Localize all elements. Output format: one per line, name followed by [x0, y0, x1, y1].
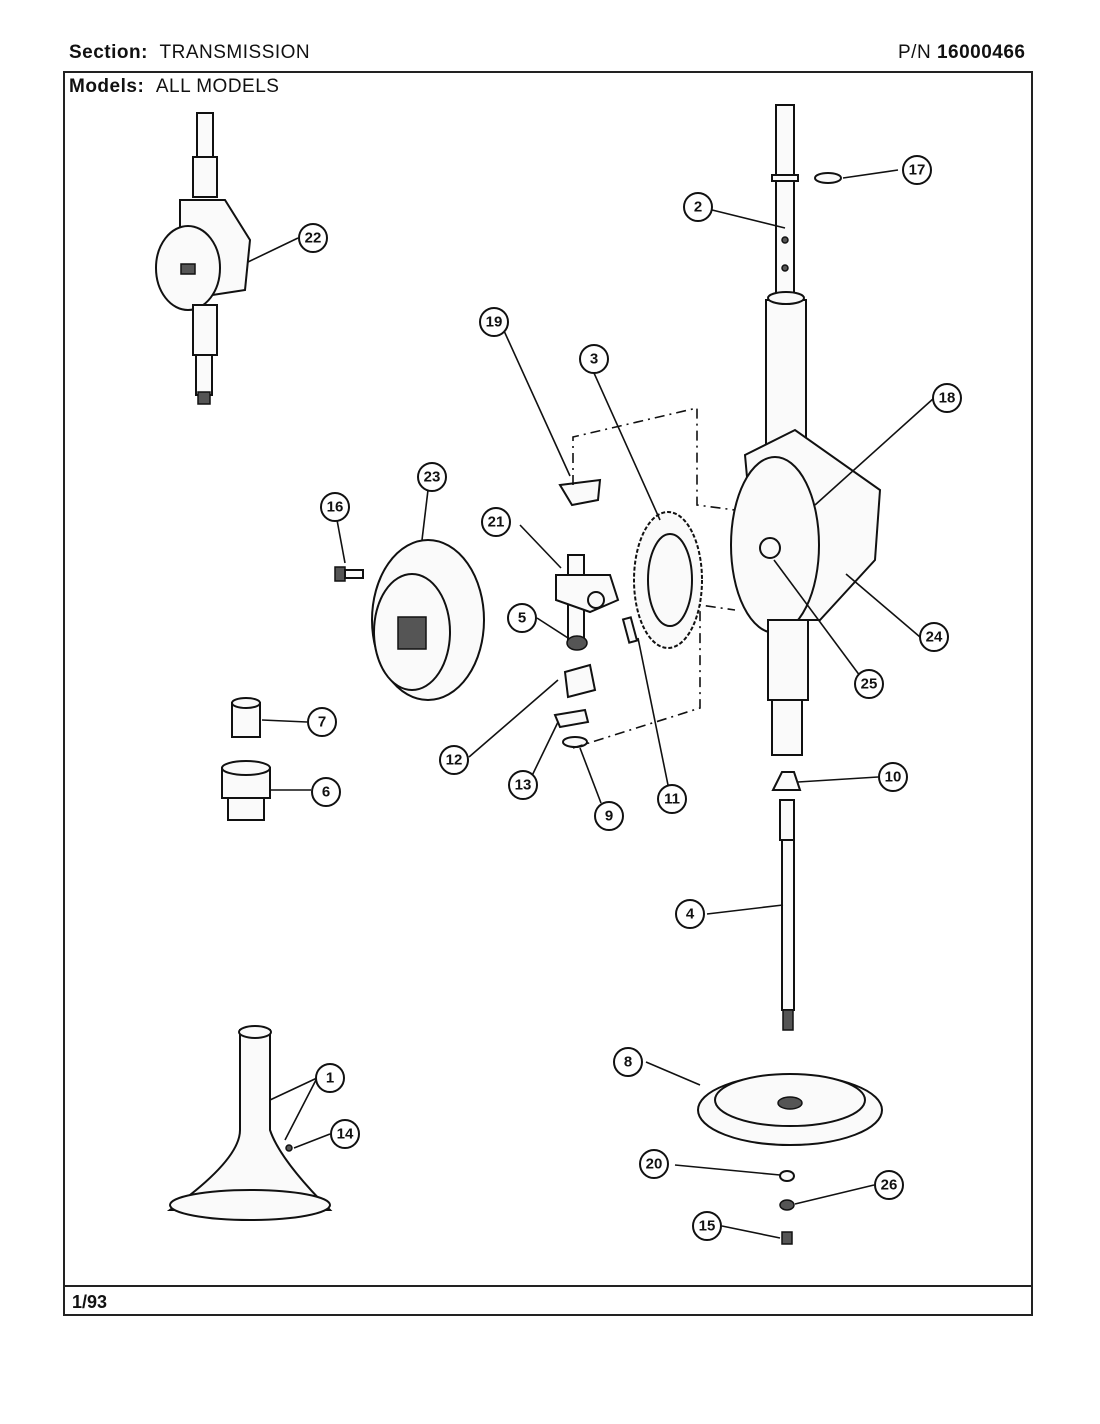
- callout-label-12: 12: [446, 752, 463, 769]
- pn-label: P/N: [898, 42, 932, 63]
- callout-8: 8: [613, 1047, 643, 1077]
- washer-20-drawing: [779, 1170, 795, 1182]
- callout-19: 19: [479, 307, 509, 337]
- cup-drawing: [231, 697, 261, 738]
- callout-4: 4: [675, 899, 705, 929]
- callout-label-26: 26: [881, 1177, 898, 1194]
- callout-25: 25: [854, 669, 884, 699]
- models-value: ALL MODELS: [155, 76, 280, 97]
- screw-15-drawing: [781, 1231, 793, 1245]
- callout-23: 23: [417, 462, 447, 492]
- callout-6: 6: [311, 777, 341, 807]
- pn-value: 16000466: [936, 42, 1026, 63]
- callout-label-1: 1: [326, 1070, 334, 1087]
- revision-date: 1/93: [72, 1292, 108, 1312]
- callout-label-21: 21: [488, 514, 505, 531]
- callout-label-8: 8: [624, 1054, 632, 1071]
- callout-label-19: 19: [486, 314, 503, 331]
- callout-label-25: 25: [861, 676, 878, 693]
- callout-label-24: 24: [926, 629, 943, 646]
- callout-label-7: 7: [318, 714, 326, 731]
- callout-22: 22: [298, 223, 328, 253]
- upper-shaft-drawing: [771, 104, 842, 332]
- callout-label-5: 5: [518, 610, 526, 627]
- pulley-drawing: [697, 1073, 883, 1146]
- callout-10: 10: [878, 762, 908, 792]
- bushing-drawing: [566, 635, 588, 651]
- callout-label-15: 15: [699, 1218, 716, 1235]
- callout-18: 18: [932, 383, 962, 413]
- pin-drawing: [621, 616, 639, 644]
- callout-2: 2: [683, 192, 713, 222]
- callout-label-17: 17: [909, 162, 926, 179]
- callout-label-16: 16: [327, 499, 344, 516]
- section-value: TRANSMISSION: [159, 42, 311, 63]
- assembly-line-lower: [572, 604, 736, 749]
- crank-assembly-drawing: [555, 554, 620, 646]
- nut-26-drawing: [779, 1199, 795, 1211]
- callout-label-3: 3: [590, 351, 598, 368]
- callout-label-4: 4: [686, 906, 695, 923]
- callout-label-11: 11: [664, 791, 680, 808]
- callout-3: 3: [579, 344, 609, 374]
- footer-divider: [63, 1285, 1033, 1287]
- callout-label-2: 2: [694, 199, 702, 216]
- callout-14: 14: [330, 1119, 360, 1149]
- callout-label-10: 10: [885, 769, 902, 786]
- section-label-text: Section:: [69, 42, 148, 63]
- callout-label-22: 22: [305, 230, 322, 247]
- callout-13: 13: [508, 770, 538, 800]
- drive-gear-drawing: [633, 511, 703, 649]
- callout-11: 11: [657, 784, 687, 814]
- callout-12: 12: [439, 745, 469, 775]
- rivet-14-drawing: [285, 1144, 293, 1152]
- section-label: Section: TRANSMISSION: [69, 42, 310, 64]
- callout-1: 1: [315, 1063, 345, 1093]
- cover-bolt-drawing: [334, 566, 364, 582]
- spring-clip-drawing: [558, 478, 602, 507]
- callout-label-6: 6: [322, 784, 330, 801]
- callout-21: 21: [481, 507, 511, 537]
- callout-26: 26: [874, 1170, 904, 1200]
- thrust-plate-drawing: [553, 708, 590, 729]
- callout-16: 16: [320, 492, 350, 522]
- callout-20: 20: [639, 1149, 669, 1179]
- callout-label-14: 14: [337, 1126, 354, 1143]
- tub-support-drawing: [166, 1025, 333, 1221]
- diagram-frame: [63, 71, 1033, 1316]
- callout-7: 7: [307, 707, 337, 737]
- leader-lines: [247, 169, 935, 1239]
- washer-drawing: [562, 736, 588, 748]
- callout-5: 5: [507, 603, 537, 633]
- callout-17: 17: [902, 155, 932, 185]
- callout-9: 9: [594, 801, 624, 831]
- callout-15: 15: [692, 1211, 722, 1241]
- seal-drawing: [771, 771, 802, 791]
- pinion-gear-drawing: [563, 663, 597, 699]
- models-label: Models: ALL MODELS: [69, 76, 279, 98]
- callout-label-13: 13: [515, 777, 532, 794]
- callout-label-23: 23: [424, 469, 441, 486]
- bearing-drawing: [221, 760, 271, 821]
- callout-label-20: 20: [646, 1156, 663, 1173]
- transmission-cover-drawing: [371, 539, 485, 701]
- lower-shaft-drawing: [779, 799, 795, 1031]
- part-number: P/N 16000466: [898, 42, 1026, 64]
- assembled-transmission-drawing: [155, 112, 252, 405]
- callout-24: 24: [919, 622, 949, 652]
- assembly-line-upper: [572, 406, 736, 511]
- models-label-text: Models:: [69, 76, 145, 97]
- callout-label-9: 9: [605, 808, 613, 825]
- callout-label-18: 18: [939, 390, 956, 407]
